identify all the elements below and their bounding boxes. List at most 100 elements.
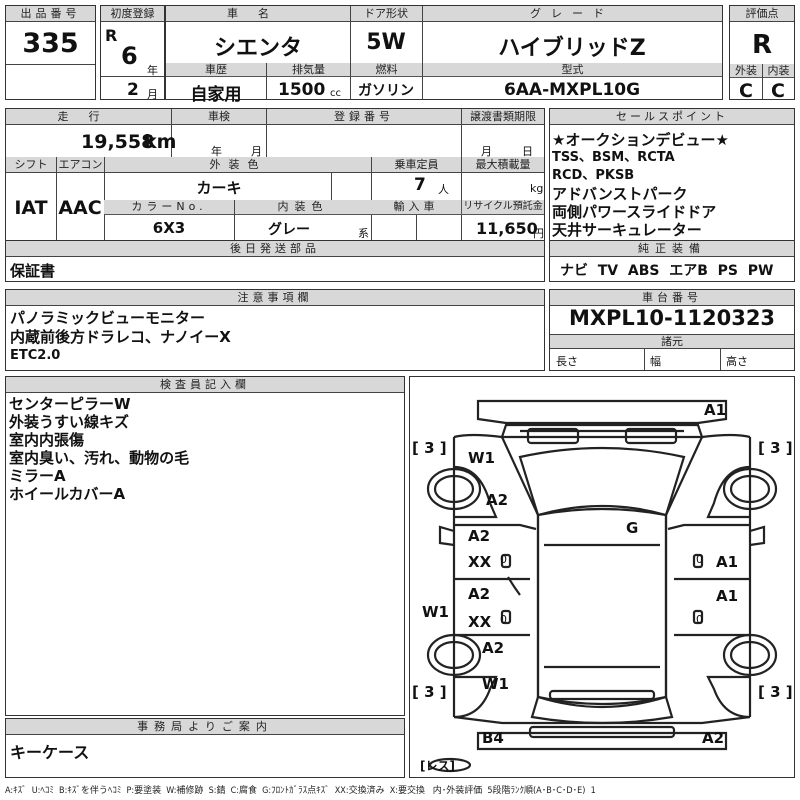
capacity-label: 乗車定員	[371, 157, 461, 173]
length-label: 長さ	[556, 355, 578, 368]
score-box: 評価点 R 外装 内装 C C	[729, 5, 795, 102]
dimensions-label: 諸元	[550, 334, 794, 349]
legend: A:ｷｽﾞ U:ﾍｺﾐ B:ｷｽﾞを伴うﾍｺﾐ P:要塗装 W:補修跡 S:錆 …	[5, 786, 596, 796]
mark-a2-rear: A2	[702, 729, 725, 747]
door-label: ドア形状	[350, 6, 422, 22]
capacity-unit: 人	[438, 183, 449, 196]
mark-b4-rear: B4	[482, 729, 504, 747]
interior-label: 内装	[762, 64, 794, 78]
month-unit: 月	[147, 88, 158, 101]
door-type: 5W	[366, 30, 406, 55]
mileage: 19,558	[81, 131, 155, 153]
sales-point-line: ★オークションデビュー★	[552, 131, 729, 149]
inspection-label: 車検	[171, 109, 266, 125]
int-color-label: 内装色	[234, 200, 371, 215]
car-name: シエンタ	[213, 36, 302, 61]
inspector-line: 室内臭い、汚れ、動物の毛	[9, 449, 190, 467]
model: 6AA-MXPL10G	[503, 80, 641, 100]
width-label: 幅	[650, 355, 661, 368]
recycle-deposit: 11,650	[476, 219, 538, 238]
recycle-unit: 円	[533, 227, 544, 240]
equipment-label: 純正装備	[550, 241, 794, 257]
color-number: 6X3	[152, 219, 186, 237]
exterior-color: カーキ	[196, 179, 242, 197]
mark-xx-rear-door: XX	[468, 613, 492, 631]
score-label: 評価点	[730, 6, 794, 22]
tread-depth: 0	[500, 553, 507, 566]
car-outline-diagram	[426, 399, 778, 773]
sales-point-line: RCD、PKSB	[552, 168, 635, 183]
mark-xx-front-door: XX	[468, 553, 492, 571]
mark-a2-front-door: A2	[468, 527, 491, 545]
model-label: 型式	[422, 63, 722, 77]
mark-a2-rear-fender: A2	[482, 639, 505, 657]
tread-depth: 0	[500, 613, 507, 626]
tire-rear-left: [ 3 ]	[412, 683, 447, 701]
office-value: キーケース	[10, 743, 90, 762]
lot-number-label: 出品番号	[6, 6, 95, 22]
office-box: 事務局よりご案内 キーケース	[5, 718, 405, 778]
color-no-label: カラーNo.	[104, 200, 234, 215]
history-label: 車歴	[166, 63, 266, 77]
inspection-month-unit: 月	[251, 145, 262, 158]
import-label: 輸入車	[371, 200, 461, 215]
exterior-grade: C	[739, 80, 753, 102]
ext-color-label: 外装色	[104, 157, 371, 173]
chassis-number: MXPL10-1120323	[568, 306, 776, 330]
inspector-line: 室内内張傷	[9, 431, 85, 449]
accessories-box: 後日発送部品 保証書	[5, 240, 545, 282]
inspector-line: センターピラーW	[9, 395, 131, 413]
mark-w1-front-left: W1	[468, 449, 495, 467]
reg-no-label: 登録番号	[266, 109, 461, 125]
inspector-line: 外装うすい線キズ	[9, 413, 130, 431]
history: 自家用	[190, 85, 242, 105]
tread-depth: 0	[696, 553, 703, 566]
equipment-box: 純正装備 ナビ TV ABS エアB PS PW	[549, 240, 795, 282]
recycle-label: リサイクル預託金	[461, 200, 544, 215]
mark-a2-rear-door: A2	[468, 585, 491, 603]
note-line: 内蔵前後方ドラレコ、ナノイーX	[10, 328, 231, 346]
max-load-unit: kg	[530, 182, 544, 195]
fuel: ガソリン	[358, 83, 414, 99]
transfer-day-unit: 日	[522, 145, 533, 158]
mark-g-windshield: G	[626, 519, 639, 537]
height-label: 高さ	[726, 355, 748, 368]
era: R	[105, 26, 118, 45]
inspector-label: 検査員記入欄	[6, 377, 404, 393]
fuel-label: 燃料	[350, 63, 422, 77]
tire-front-right: [ 3 ]	[758, 439, 793, 457]
interior-color: グレー	[268, 222, 310, 238]
ac-label: エアコン	[56, 157, 104, 173]
accessories-label: 後日発送部品	[6, 241, 544, 257]
mark-a1-rear-door-right: A1	[716, 587, 739, 605]
displacement: 1500	[278, 80, 326, 100]
note-line: ETC2.0	[10, 348, 61, 363]
grade-label: グレード	[422, 6, 722, 22]
tire-rear-right: [ 3 ]	[758, 683, 793, 701]
tread-depth: 0	[696, 613, 703, 626]
first-reg-month: 2	[127, 80, 139, 100]
shift-label: シフト	[6, 157, 56, 173]
chassis-box: 車台番号 MXPL10-1120323 諸元 長さ 幅 高さ	[549, 289, 795, 371]
damage-diagram: A1 W1 A2 G A2 XX A1 A2 XX A1 W1 A2 W1 B4…	[409, 376, 795, 778]
lot-number-box: 出品番号 335	[5, 5, 96, 100]
mark-a2-front-fender: A2	[486, 491, 509, 509]
car-name-label: 車名	[166, 6, 350, 22]
sales-point-line: 両側パワースライドドア	[552, 203, 717, 221]
score: R	[751, 30, 773, 60]
tire-front-left: [ 3 ]	[412, 439, 447, 457]
displacement-label: 排気量	[266, 63, 350, 77]
year-unit: 年	[147, 64, 158, 77]
mileage-unit: km	[144, 131, 177, 153]
notes-label: 注意事項欄	[6, 290, 544, 306]
displacement-unit: cc	[330, 88, 341, 99]
inspection-year-unit: 年	[211, 145, 222, 158]
mark-w1-rear-left: W1	[482, 675, 509, 693]
sales-point-line: 天井サーキュレーター	[552, 221, 702, 239]
inspector-line: ミラーA	[9, 467, 66, 485]
grade: ハイブリッドZ	[498, 36, 646, 61]
sales-point-line: TSS、BSM、RCTA	[552, 150, 675, 165]
max-load-label: 最大積載量	[461, 157, 544, 173]
inspector-box: 検査員記入欄 センターピラーW 外装うすい線キズ 室内内張傷 室内臭い、汚れ、動…	[5, 376, 405, 716]
mark-a1-front-door-right: A1	[716, 553, 739, 571]
